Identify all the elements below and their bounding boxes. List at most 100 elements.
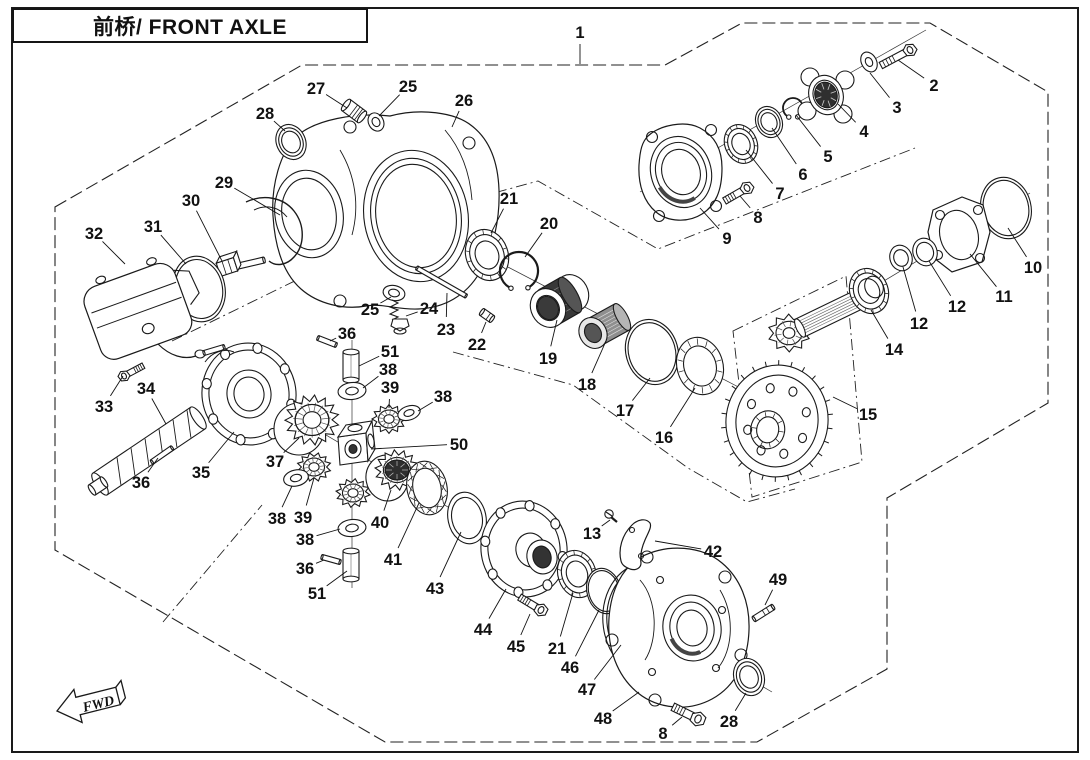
callout-label: 36 <box>296 560 314 578</box>
callout-label: 17 <box>616 402 634 420</box>
callout-label: 26 <box>455 92 473 110</box>
callout-label: 29 <box>215 174 233 192</box>
pin-36-top <box>316 335 338 348</box>
hub-housing-9 <box>638 123 723 223</box>
callout-label: 37 <box>266 453 284 471</box>
coupler-19 <box>529 274 590 328</box>
callout-label: 50 <box>450 436 468 454</box>
callout-label: 6 <box>798 166 807 184</box>
bolt-8-top <box>721 181 755 205</box>
callout-label: 51 <box>381 343 399 361</box>
bracket-42 <box>619 519 652 571</box>
callout-label: 2 <box>929 77 938 95</box>
callout-label: 36 <box>338 325 356 343</box>
stud-49 <box>751 603 776 623</box>
fork-slider-block <box>215 249 242 278</box>
callout-label: 43 <box>426 580 444 598</box>
callout-label: 7 <box>775 185 784 203</box>
splined-sleeve-18 <box>578 303 632 349</box>
rear-cover-48 <box>605 547 750 708</box>
screw-13 <box>604 509 618 523</box>
gearcase-housing <box>272 111 500 310</box>
washer-3 <box>860 51 878 73</box>
callout-label: 28 <box>720 713 738 731</box>
spring-plug-24 <box>388 299 410 335</box>
callout-label: 12 <box>948 298 966 316</box>
ring-gear-15 <box>721 360 833 482</box>
actuator-motor <box>83 257 226 360</box>
seal-6 <box>754 105 784 139</box>
callout-label: 33 <box>95 398 113 416</box>
callout-label: 20 <box>540 215 558 233</box>
callout-label: 48 <box>594 710 612 728</box>
title-box: 前桥/ FRONT AXLE <box>12 8 368 43</box>
rod-23 <box>415 265 468 299</box>
callout-label: 38 <box>268 510 286 528</box>
callout-label: 28 <box>256 105 274 123</box>
callout-label: 3 <box>892 99 901 117</box>
callout-label: 25 <box>361 301 379 319</box>
ring-12b <box>889 244 913 272</box>
callout-label: 49 <box>769 571 787 589</box>
callout-label: 34 <box>137 380 156 398</box>
bolt-8-bottom <box>670 702 707 727</box>
callout-label: 16 <box>655 429 673 447</box>
callout-label: 39 <box>381 379 399 397</box>
boot-shaft-34 <box>87 406 207 496</box>
callout-label: 21 <box>548 640 566 658</box>
bolt-33 <box>117 362 146 382</box>
callout-label: 8 <box>753 209 762 227</box>
callout-label: 38 <box>434 388 452 406</box>
pin-36-bottom <box>320 554 342 565</box>
callout-label: 12 <box>910 315 928 333</box>
ring-12a <box>912 237 938 267</box>
pinion-shaft-51-bottom <box>342 547 360 583</box>
spider-block-50 <box>336 419 376 466</box>
callout-label: 18 <box>578 376 596 394</box>
plug-22 <box>478 308 496 323</box>
callout-label: 5 <box>823 148 832 166</box>
side-gear-40 <box>365 448 421 502</box>
cover-plate-11 <box>927 196 991 273</box>
fwd-arrow: FWD <box>55 679 127 724</box>
callout-label: 38 <box>296 531 314 549</box>
callout-label: 27 <box>307 80 325 98</box>
callout-label: 8 <box>658 725 667 743</box>
callout-label: 23 <box>437 321 455 339</box>
callout-label: 4 <box>859 123 869 141</box>
page-border <box>11 7 1079 753</box>
circlip-20 <box>498 250 540 291</box>
callout-label: 24 <box>420 300 439 318</box>
callout-label: 38 <box>379 361 397 379</box>
washer-38-bottom <box>337 518 367 538</box>
side-gear-37 <box>273 393 340 456</box>
callout-label: 36 <box>132 474 150 492</box>
shim-43 <box>447 491 487 545</box>
page-title: 前桥/ FRONT AXLE <box>92 15 288 39</box>
callout-label: 10 <box>1024 259 1042 277</box>
hub-flange-44 <box>480 500 568 598</box>
callout-label: 30 <box>182 192 200 210</box>
callout-label: 41 <box>384 551 402 569</box>
leader-lines <box>102 44 1027 726</box>
callout-label: 32 <box>85 225 103 243</box>
callout-label: 51 <box>308 585 326 603</box>
outer-dashed-border <box>54 22 1049 743</box>
callout-label: 42 <box>704 543 722 561</box>
callout-label: 45 <box>507 638 525 656</box>
callout-label: 47 <box>578 681 596 699</box>
bearing-21-top <box>464 228 510 282</box>
pinion-shaft-51-top <box>342 348 360 384</box>
callout-label: 19 <box>539 350 557 368</box>
plug-27 <box>340 98 368 124</box>
callout-label: 1 <box>575 24 584 42</box>
pinion-gear-39-right <box>370 403 408 435</box>
pinion-gear-39-bottom <box>334 477 372 509</box>
callout-label: 21 <box>500 190 518 208</box>
callout-label: 25 <box>399 78 417 96</box>
diff-carrier-flange <box>201 342 297 446</box>
washer-25-top <box>367 112 385 132</box>
washer-38-top <box>337 381 367 401</box>
